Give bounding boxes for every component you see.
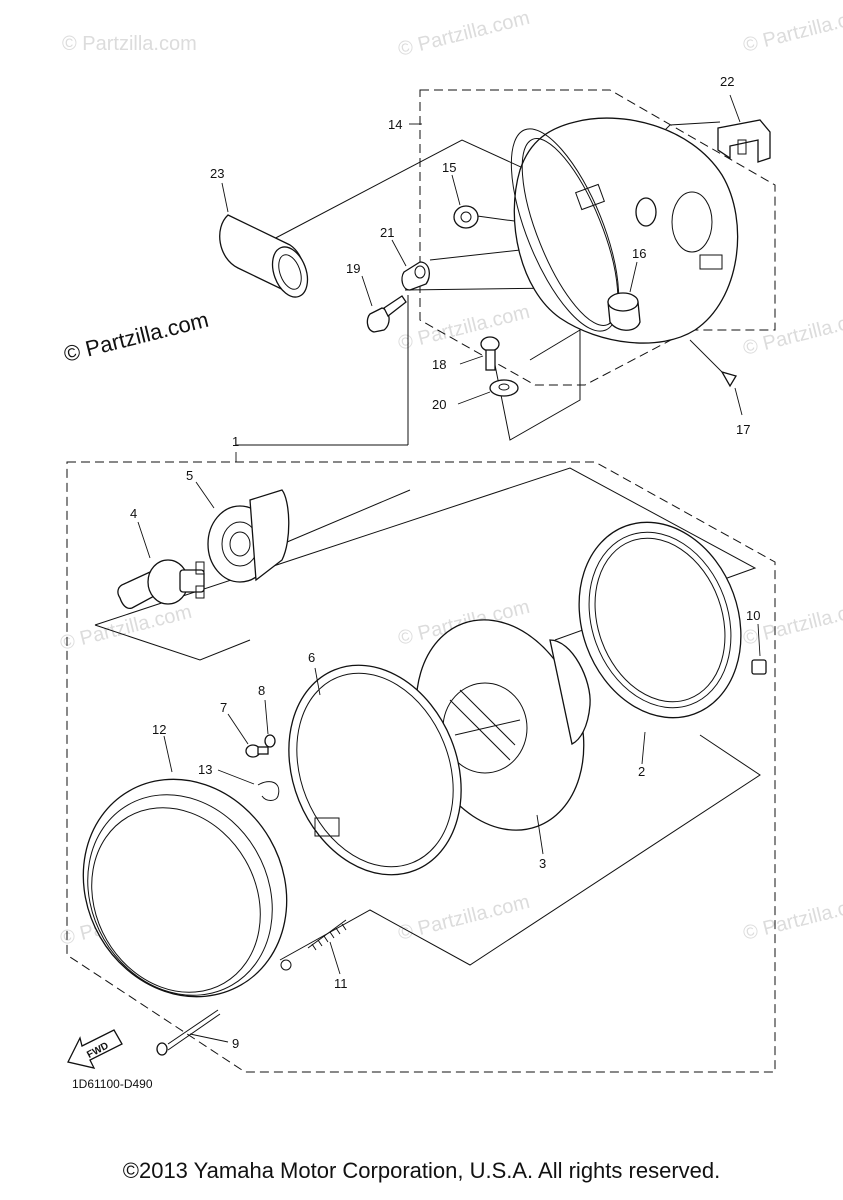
watermark: © Partzilla.com <box>741 306 843 360</box>
bulb-socket <box>195 481 290 583</box>
mounting-ring <box>288 664 462 876</box>
diagram-code: 1D61100-D490 <box>72 1077 153 1091</box>
callout-22: 22 <box>720 74 734 89</box>
watermark: © Partzilla.com <box>741 891 843 945</box>
callout-4: 4 <box>130 506 137 521</box>
bolt-18 <box>459 336 500 371</box>
callout-labels: 1 2 3 4 5 6 7 8 9 10 11 12 13 14 15 16 1… <box>130 74 760 1051</box>
callout-17: 17 <box>736 422 750 437</box>
adjusting-screw <box>156 1009 229 1056</box>
headlight-bezel <box>82 735 292 998</box>
callout-11: 11 <box>334 976 348 991</box>
bolt <box>361 275 407 333</box>
watermark: © Partzilla.com <box>58 601 194 655</box>
callout-19: 19 <box>346 261 360 276</box>
socket-grommet <box>607 261 641 331</box>
headlight-assembly-group: FWD <box>66 444 776 1073</box>
bulb <box>117 521 205 610</box>
callout-16: 16 <box>632 246 646 261</box>
headlight-housing <box>510 117 739 344</box>
watermark: © Partzilla.com <box>741 3 843 57</box>
callout-13: 13 <box>198 762 212 777</box>
callout-14: 14 <box>388 117 402 132</box>
clamp <box>717 94 771 163</box>
screw-7 <box>227 713 269 758</box>
watermark: © Partzilla.com <box>62 33 197 55</box>
callout-1: 1 <box>232 434 239 449</box>
callout-6: 6 <box>308 650 315 665</box>
callout-8: 8 <box>258 683 265 698</box>
callout-7: 7 <box>220 700 227 715</box>
copyright-footer: ©2013 Yamaha Motor Corporation, U.S.A. A… <box>122 1158 721 1183</box>
washer <box>457 379 519 405</box>
assembly-line <box>94 624 251 661</box>
grommet <box>451 174 479 229</box>
screw-17 <box>689 339 743 416</box>
callout-10: 10 <box>746 608 760 623</box>
headlight-rim <box>578 521 742 765</box>
callout-15: 15 <box>442 160 456 175</box>
sleeve <box>219 182 309 298</box>
callout-3: 3 <box>539 856 546 871</box>
watermark: © Partzilla.com <box>396 301 532 355</box>
callout-2: 2 <box>638 764 645 779</box>
callout-21: 21 <box>380 225 394 240</box>
fwd-arrow: FWD <box>67 1029 123 1069</box>
adjusting-spring <box>307 919 347 975</box>
clip <box>217 769 280 801</box>
nut <box>751 623 767 675</box>
watermark: © Partzilla.com <box>396 891 532 945</box>
washer-8 <box>264 699 276 748</box>
assembly-line <box>279 734 761 966</box>
watermark: © Partzilla.com <box>396 7 532 61</box>
callout-18: 18 <box>432 357 446 372</box>
partzilla-watermark: © Partzilla.com <box>61 307 211 367</box>
callout-5: 5 <box>186 468 193 483</box>
callout-23: 23 <box>210 166 224 181</box>
assembly-line <box>279 489 411 546</box>
housing-group <box>219 89 776 445</box>
callout-12: 12 <box>152 722 166 737</box>
callout-9: 9 <box>232 1036 239 1051</box>
callout-20: 20 <box>432 397 446 412</box>
collar <box>391 239 431 291</box>
